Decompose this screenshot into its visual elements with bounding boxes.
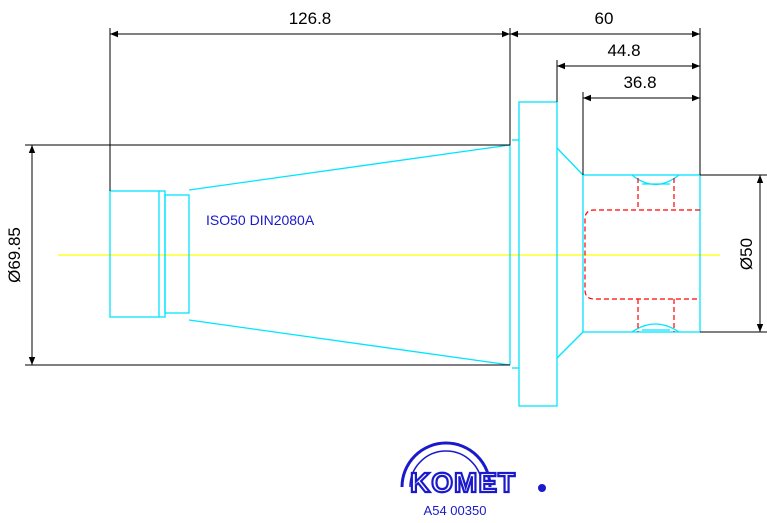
komet-logo: KOMET xyxy=(400,441,546,499)
dim-overall-length: 126.8 xyxy=(289,9,332,28)
part-outline xyxy=(109,101,701,407)
part-number: A54 00350 xyxy=(424,503,487,518)
dimension-lines xyxy=(28,30,764,365)
dim-flange-to-end: 60 xyxy=(595,9,614,28)
dim-bore-diameter: Ø50 xyxy=(737,238,756,270)
logo-text: KOMET xyxy=(410,467,516,498)
dim-taper-diameter: Ø69.85 xyxy=(5,227,24,283)
dim-length-2: 44.8 xyxy=(607,41,640,60)
hidden-bore xyxy=(584,178,700,332)
spec-label: ISO50 DIN2080A xyxy=(206,212,315,228)
dim-length-3: 36.8 xyxy=(623,73,656,92)
